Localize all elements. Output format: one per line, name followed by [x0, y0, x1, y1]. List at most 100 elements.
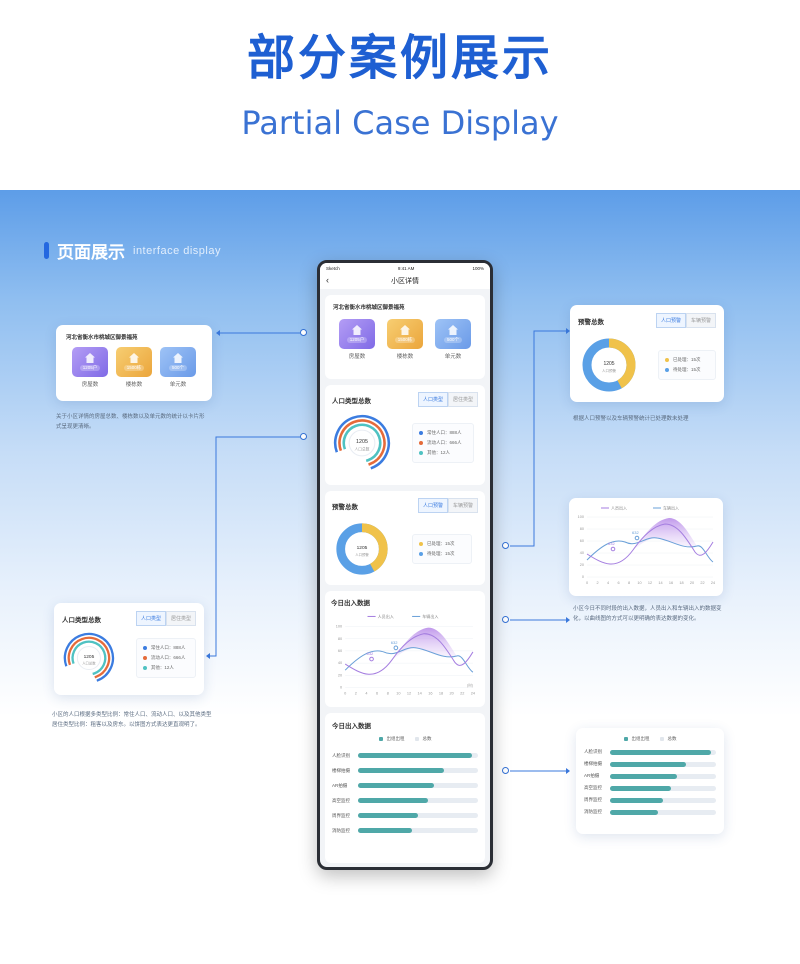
svg-text:20: 20 [690, 581, 694, 585]
svg-text:0: 0 [344, 692, 346, 696]
building-icon [400, 325, 410, 335]
unit-icon [448, 325, 458, 335]
house-count-tile[interactable]: 1205户 [339, 319, 375, 349]
svg-text:6: 6 [376, 692, 378, 696]
svg-text:16: 16 [428, 692, 432, 696]
tab-population-type[interactable]: 人口类型 [417, 392, 448, 407]
svg-text:8: 8 [628, 581, 630, 585]
svg-text:0: 0 [582, 575, 584, 579]
connector-node [300, 329, 307, 336]
overview-title: 河北省衡水市桃城区御景福苑 [66, 335, 138, 341]
flow-line-chart: 人员出入 车辆出入 100 80 60 40 20 0 [578, 505, 715, 586]
svg-text:8: 8 [387, 692, 389, 696]
flow-description: 小区今日不同时段的出入数据，人员出入和车辆出入的数据变化，以曲线图的方式可以更明… [573, 606, 722, 622]
nav-title: 小区详情 [391, 278, 419, 285]
building-icon [129, 353, 139, 363]
svg-text:10: 10 [396, 692, 400, 696]
svg-text:60: 60 [338, 649, 342, 653]
svg-text:14: 14 [418, 692, 423, 696]
tab-population-alarm[interactable]: 人口预警 [655, 313, 686, 328]
section-subtitle: interface display [133, 244, 221, 257]
flow-card-preview: 人员出入 车辆出入 100 80 60 40 20 0 [569, 498, 723, 596]
hero-subtitle: Partial Case Display [241, 104, 559, 142]
connector-node [502, 542, 509, 549]
connector-node [300, 433, 307, 440]
population-ring-chart: 1205 人口总数 [63, 632, 115, 684]
ranking-row: 高空监控 [584, 782, 716, 794]
svg-text:人口预警: 人口预警 [602, 368, 616, 373]
house-icon [85, 353, 95, 363]
population-card: 人口类型总数 人口类型 居住类型 1205 人口总数 常住人口：888人 [325, 385, 485, 485]
unit-count-tile[interactable]: 500个 [435, 319, 471, 349]
svg-text:人口总数: 人口总数 [354, 447, 369, 452]
alarm-legend: 已处理：15次 待处理：15次 [658, 350, 716, 380]
population-legend: 常住人口：888人 流动人口：666人 其他：12人 [412, 423, 474, 463]
ranking-row: 楼梯拍摄 [332, 763, 478, 778]
svg-text:(时): (时) [467, 682, 473, 687]
tab-residence-type[interactable]: 居住类型 [447, 392, 478, 407]
alarm-card-preview: 预警总数 人口预警 车辆预警 1205 人口预警 已处理：15次 待处理：15次 [570, 305, 724, 402]
hero-title: 部分案例展示 [246, 30, 553, 86]
alarm-card: 预警总数 人口预警 车辆预警 1205 人口预警 已处理：15次 待处理：15次 [325, 491, 485, 585]
connector-node [502, 767, 509, 774]
svg-text:14: 14 [658, 581, 662, 585]
ranking-row: 楼梯拍摄 [584, 758, 716, 770]
ranking-card: 今日出入数据 出组出租 总数 人脸识别 楼梯拍摄 AR拍摄 高空监控 周界监控 … [325, 713, 485, 863]
alarm-donut-chart: 1205 人口预警 [582, 338, 636, 392]
svg-text:12: 12 [407, 692, 411, 696]
svg-text:100: 100 [578, 515, 584, 519]
house-icon [352, 325, 362, 335]
svg-text:100: 100 [336, 625, 342, 629]
building-count-tile[interactable]: 1500栋 [116, 347, 152, 377]
building-count-tile[interactable]: 1500栋 [387, 319, 423, 349]
showcase-stage: 页面展示 interface display 河北省衡水市桃城区御景福苑 120… [0, 190, 800, 964]
svg-text:车辆出入: 车辆出入 [663, 505, 679, 511]
svg-text:20: 20 [449, 692, 453, 696]
svg-text:1205: 1205 [84, 654, 95, 660]
svg-text:632: 632 [632, 530, 639, 535]
tab-population-type[interactable]: 人口类型 [135, 611, 166, 626]
tab-residence-type[interactable]: 居住类型 [165, 611, 196, 626]
svg-text:20: 20 [580, 563, 584, 567]
connector-lines [206, 328, 570, 774]
svg-text:22: 22 [460, 692, 464, 696]
svg-text:632: 632 [608, 541, 615, 546]
connector-node [502, 616, 509, 623]
svg-text:12: 12 [648, 581, 652, 585]
svg-text:0: 0 [340, 685, 342, 689]
svg-text:人口预警: 人口预警 [355, 552, 369, 557]
svg-text:18: 18 [679, 581, 683, 585]
alarm-legend: 已处理：15次 待处理：15次 [412, 534, 472, 564]
section-title: 页面展示 [57, 243, 125, 263]
svg-text:22: 22 [700, 581, 704, 585]
ranking-row: 周界监控 [584, 794, 716, 806]
tab-vehicle-alarm[interactable]: 车辆预警 [447, 498, 478, 513]
hero-header: 部分案例展示 Partial Case Display [0, 0, 800, 190]
svg-text:632: 632 [391, 640, 399, 645]
svg-text:车辆出入: 车辆出入 [422, 613, 438, 619]
alarm-description: 根据人口预警以及车辆预警统计已处理数未处理 [573, 416, 689, 422]
nav-bar: ‹ 小区详情 [320, 273, 490, 289]
svg-text:人口总数: 人口总数 [82, 661, 96, 666]
chevron-left-icon[interactable]: ‹ [326, 275, 329, 285]
svg-text:1205: 1205 [356, 439, 368, 445]
svg-text:40: 40 [580, 551, 584, 555]
svg-text:1205: 1205 [603, 361, 614, 367]
ranking-row: 高空监控 [332, 793, 478, 808]
svg-text:24: 24 [711, 581, 715, 585]
status-bar: Sketch 9:41 AM 100% [320, 263, 490, 273]
svg-text:2: 2 [596, 581, 598, 585]
tab-vehicle-alarm[interactable]: 车辆预警 [685, 313, 716, 328]
population-legend: 常住人口：888人 流动人口：666人 其他：12人 [135, 638, 196, 678]
phone-mockup: Sketch 9:41 AM 100% ‹ 小区详情 河北省衡水市桃城区御景福苑… [317, 260, 493, 870]
unit-count-tile[interactable]: 500个 [160, 347, 196, 377]
house-count-tile[interactable]: 1205户 [72, 347, 108, 377]
svg-text:632: 632 [366, 651, 374, 656]
unit-icon [173, 353, 183, 363]
tab-population-alarm[interactable]: 人口预警 [417, 498, 448, 513]
ranking-row: 周界监控 [332, 808, 478, 823]
svg-text:60: 60 [580, 539, 584, 543]
overview-description: 关于小区详情的房屋总数、楼栋数以及单元数的统计以卡片形式呈现更清晰。 [56, 414, 205, 430]
ranking-row: 人脸识别 [332, 748, 478, 763]
svg-text:0: 0 [586, 581, 588, 585]
